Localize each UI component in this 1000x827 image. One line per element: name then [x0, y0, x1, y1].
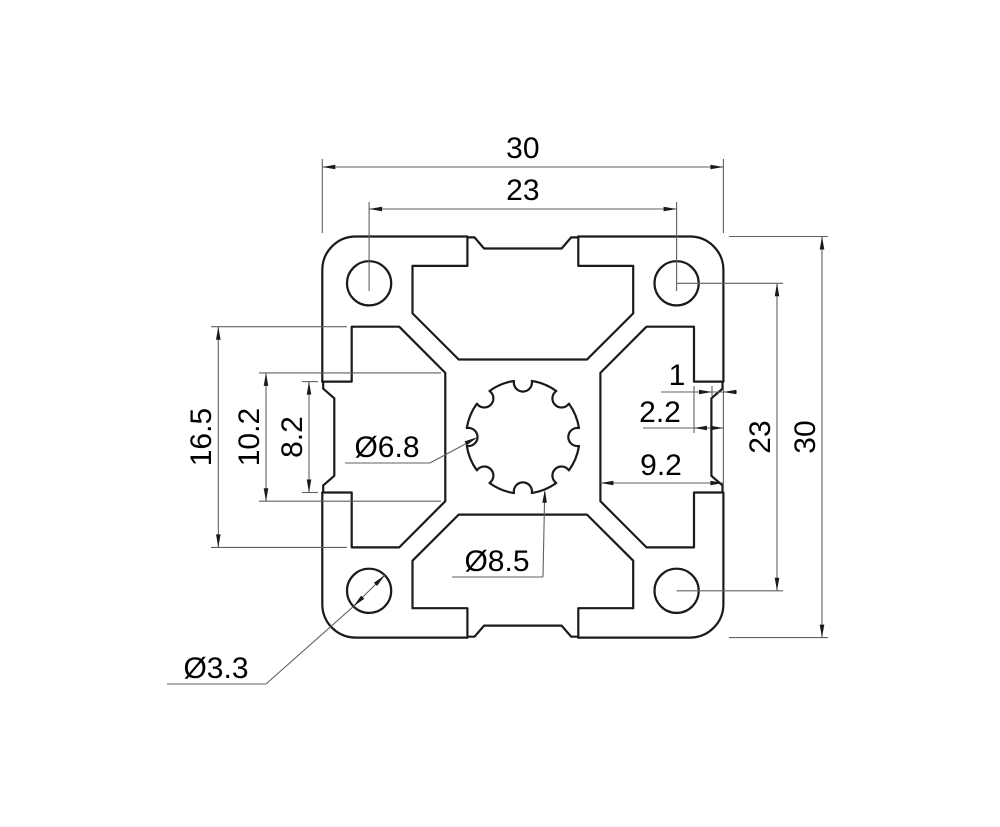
dim-arrowhead	[263, 372, 269, 386]
slot-lip-bottom	[466, 624, 579, 638]
dim-center-bore-label: Ø6.8	[354, 431, 419, 464]
dim-left-slot-floor-label: 10.2	[233, 408, 266, 466]
dim-arrowhead	[322, 164, 336, 170]
dimension-labels: 30 23 23 30 16.5 10.2 8.2 1 2.2 9.2 Ø6.8Ø8.5Ø3.3	[183, 132, 822, 685]
dim-arrowhead	[699, 389, 712, 395]
dim-arrowhead	[774, 577, 780, 591]
dim-arrowhead	[542, 489, 547, 503]
dimension-arrows	[216, 164, 825, 638]
dim-arrowhead	[464, 437, 478, 446]
slot-lip-top	[466, 236, 579, 250]
dim-arrowhead	[369, 206, 383, 212]
dim-arrowhead	[600, 480, 614, 486]
dim-center-spline-label: Ø8.5	[464, 545, 529, 578]
slot-lip-left	[322, 381, 336, 493]
dim-arrowhead	[373, 575, 385, 586]
slot-cavity-left	[321, 325, 447, 549]
profile-geometry	[321, 235, 725, 639]
dim-slot-wall-label: 2.2	[639, 396, 681, 429]
dim-arrowhead	[216, 534, 221, 548]
dim-arrowhead	[263, 488, 269, 502]
dim-arrowhead	[306, 381, 312, 395]
dim-arrowhead	[710, 480, 724, 486]
dim-arrowhead	[774, 283, 780, 297]
leader-corner-hole	[265, 605, 354, 685]
slot-cavity-top	[411, 235, 635, 361]
dim-right-height-label: 30	[789, 420, 822, 453]
dim-arrowhead	[710, 164, 724, 170]
dim-arrowhead	[216, 326, 221, 340]
dim-top-hole-spacing-label: 23	[506, 174, 539, 207]
dim-slot-depth-label: 9.2	[640, 449, 682, 482]
profile-outline	[321, 235, 725, 639]
dim-arrowhead	[306, 479, 312, 493]
dim-arrowhead	[710, 425, 724, 431]
dim-arrowhead	[353, 595, 365, 607]
dim-left-slot-opening-label: 8.2	[276, 416, 309, 458]
center-spline-hole	[465, 379, 581, 495]
leader-center-spline	[542, 491, 546, 578]
dim-arrowhead	[723, 389, 737, 395]
dim-arrowhead	[694, 425, 707, 431]
dimension-lines	[167, 159, 828, 685]
dim-top-width-label: 30	[506, 132, 539, 165]
slot-lip-right	[710, 381, 724, 493]
dim-arrowhead	[663, 206, 677, 212]
dim-right-hole-spacing-label: 23	[744, 420, 777, 453]
slot-cavity-bottom	[411, 513, 635, 639]
dim-slot-lip-label: 1	[669, 359, 686, 392]
dim-corner-hole-label: Ø3.3	[183, 652, 248, 685]
dim-arrowhead	[819, 624, 825, 638]
corner-hole-bottom-left	[345, 567, 393, 615]
dim-left-slot-span-label: 16.5	[185, 408, 218, 466]
slot-cavity-right	[599, 325, 725, 549]
dim-arrowhead	[819, 236, 825, 250]
